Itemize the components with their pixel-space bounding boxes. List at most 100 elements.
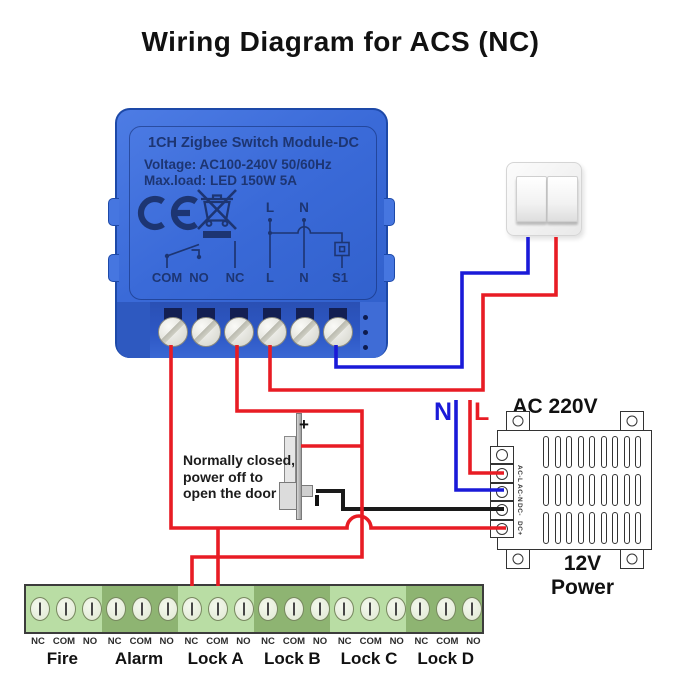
module-name: 1CH Zigbee Switch Module-DC bbox=[147, 135, 360, 151]
strip-section-lock-c bbox=[330, 586, 406, 632]
vent-slot bbox=[554, 512, 561, 544]
page-title: Wiring Diagram for ACS (NC) bbox=[141, 26, 540, 57]
strip-screw bbox=[410, 597, 430, 621]
strip-screw bbox=[234, 597, 254, 621]
strip-screw bbox=[360, 597, 380, 621]
strip-screw bbox=[158, 597, 178, 621]
strip-section-alarm bbox=[102, 586, 178, 632]
vent-slot bbox=[623, 512, 630, 544]
vent-slot bbox=[589, 512, 595, 544]
terminal-label-com: COM bbox=[151, 270, 183, 285]
psu-mounting-ear bbox=[506, 411, 530, 431]
terminal-screw-com bbox=[158, 317, 188, 347]
terminal-screw-l bbox=[257, 317, 287, 347]
strip-screw bbox=[258, 597, 278, 621]
vent-slot bbox=[600, 436, 607, 468]
vent-slot bbox=[612, 474, 618, 506]
psu-input-label: AC 220V bbox=[512, 395, 598, 418]
psu-terminal-dc-plus bbox=[490, 519, 514, 538]
strip-screw bbox=[208, 597, 228, 621]
module-terminal-block bbox=[150, 302, 360, 358]
vent-slot bbox=[554, 474, 561, 506]
vent-slot bbox=[543, 436, 549, 468]
psu-terminal-label: AC-N bbox=[516, 484, 523, 503]
note-text: Normally closed, power off to open the d… bbox=[183, 452, 296, 501]
strip-screw bbox=[106, 597, 126, 621]
terminal-screw-no bbox=[191, 317, 221, 347]
module-clip-tab bbox=[108, 198, 119, 226]
psu-case bbox=[497, 430, 652, 550]
module-clip-tab bbox=[384, 254, 395, 282]
module-flange bbox=[356, 302, 386, 358]
minus-terminal-mark bbox=[315, 495, 319, 506]
vent-slot bbox=[623, 474, 630, 506]
vent-slot bbox=[577, 474, 584, 506]
module-max-load: Max.load: LED 150W 5A bbox=[144, 173, 298, 188]
psu-terminal-ac-n bbox=[490, 482, 514, 502]
psu-terminal-label: DC- bbox=[516, 503, 523, 517]
psu-terminal-dc-minus bbox=[490, 501, 514, 520]
strip-section-names: Fire Alarm Lock A Lock B Lock C Lock D bbox=[46, 649, 475, 668]
lock-plus-label: + bbox=[299, 415, 309, 434]
power-supply: AC 220V AC-L AC-N DC- DC+ 12V Power bbox=[488, 395, 668, 605]
strip-screw bbox=[386, 597, 406, 621]
vent-slot bbox=[612, 436, 618, 468]
terminal-label-n: N bbox=[299, 270, 309, 285]
indicator-dot bbox=[363, 315, 368, 320]
strip-screw bbox=[132, 597, 152, 621]
psu-terminal-label: DC+ bbox=[516, 521, 523, 536]
vent-slot bbox=[554, 436, 561, 468]
strip-section-lock-a bbox=[178, 586, 254, 632]
vent-slot bbox=[589, 474, 595, 506]
vent-row bbox=[543, 512, 641, 544]
module-inner-panel bbox=[129, 126, 377, 300]
vent-slot bbox=[589, 436, 595, 468]
indicator-dot bbox=[363, 330, 368, 335]
psu-terminal-ac-l bbox=[490, 464, 514, 483]
vent-slot bbox=[623, 436, 630, 468]
strip-screw bbox=[56, 597, 76, 621]
vent-slot bbox=[635, 436, 641, 468]
vent-slot bbox=[543, 474, 549, 506]
vent-slot bbox=[566, 436, 572, 468]
vent-slot bbox=[612, 512, 618, 544]
vent-slot bbox=[543, 512, 549, 544]
module-clip-tab bbox=[108, 254, 119, 282]
psu-mounting-ear bbox=[506, 549, 530, 569]
strip-screw bbox=[82, 597, 102, 621]
module-flange bbox=[117, 302, 153, 358]
terminal-label-s1: S1 bbox=[332, 270, 348, 285]
mains-n-label: N bbox=[434, 398, 453, 426]
strip-section-fire bbox=[26, 586, 102, 632]
mains-l-label: L bbox=[474, 398, 490, 426]
switch-rocker-right bbox=[547, 176, 578, 222]
psu-output-label: 12V Power bbox=[550, 552, 615, 599]
terminal-screw-n bbox=[290, 317, 320, 347]
schematic-l-label: L bbox=[265, 200, 275, 215]
module-clip-tab bbox=[384, 198, 395, 226]
strip-screw bbox=[436, 597, 456, 621]
vent-slot bbox=[600, 474, 607, 506]
terminal-label-nc: NC bbox=[225, 270, 245, 285]
module-voltage: Voltage: AC100-240V 50/60Hz bbox=[144, 157, 332, 172]
psu-terminal-label: AC-L bbox=[516, 465, 523, 483]
vent-slot bbox=[600, 512, 607, 544]
terminal-label-no: NO bbox=[189, 270, 209, 285]
schematic-n-label: N bbox=[299, 200, 309, 215]
terminal-screw-s1 bbox=[323, 317, 353, 347]
wire-lock-minus-to-dc-minus bbox=[316, 489, 504, 511]
vent-slot bbox=[635, 512, 641, 544]
vent-slot bbox=[577, 512, 584, 544]
vent-row bbox=[543, 474, 641, 506]
strip-section-lock-b bbox=[254, 586, 330, 632]
terminal-label-l: L bbox=[266, 270, 274, 285]
strip-screw bbox=[182, 597, 202, 621]
strip-section-lock-d bbox=[406, 586, 482, 632]
acs-terminal-strip bbox=[24, 584, 484, 634]
strip-terminal-labels: NC COM NO NC COM NO NC COM NO NC COM NO … bbox=[31, 636, 481, 647]
vent-row bbox=[543, 436, 641, 468]
strip-screw bbox=[30, 597, 50, 621]
strip-screw bbox=[462, 597, 482, 621]
vent-slot bbox=[577, 436, 584, 468]
